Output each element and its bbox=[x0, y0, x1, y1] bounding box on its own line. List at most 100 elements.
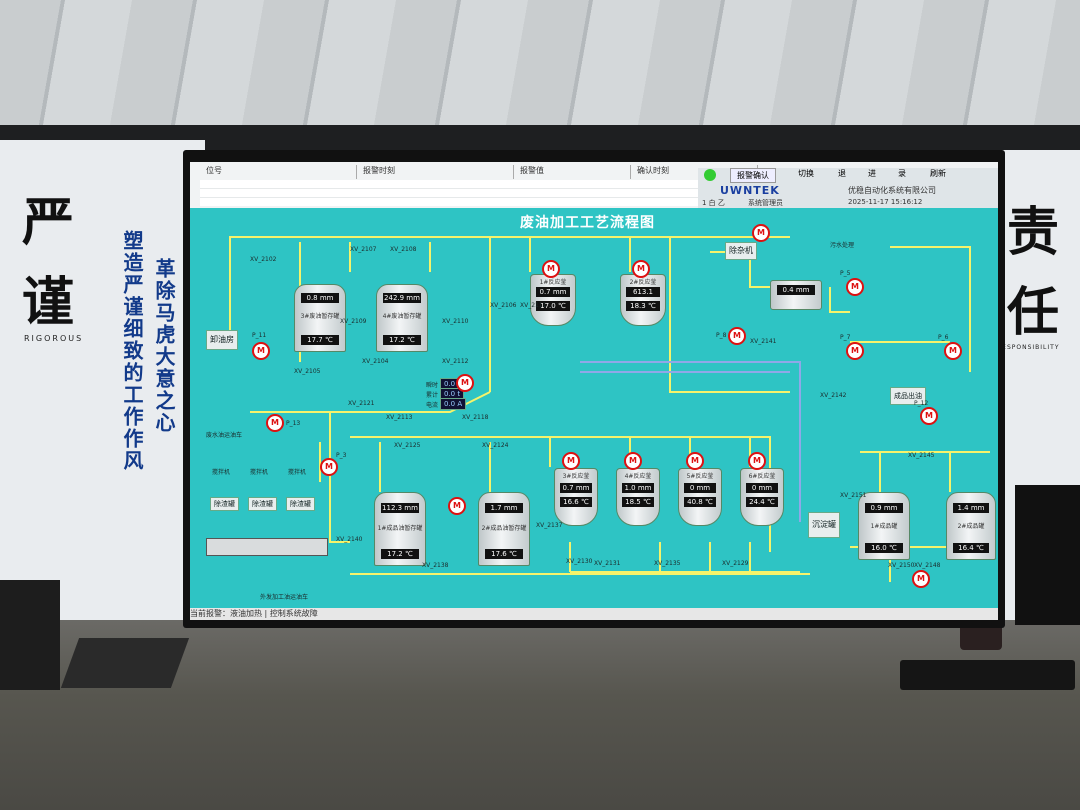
reactor-5[interactable]: 5#反应釜 0 mm 40.8 ℃ bbox=[678, 468, 722, 526]
banner-char-ren: 任 bbox=[1007, 282, 1060, 343]
motor-transfer-icon[interactable]: M bbox=[448, 497, 466, 515]
valve-tag: XV_2141 bbox=[750, 338, 777, 345]
valve-tag: XV_2131 bbox=[594, 560, 621, 567]
tank-name: 2#反应釜 bbox=[629, 279, 657, 286]
top-bar: 位号 报警时刻 报警值 确认时刻 报警确认 切换 退 进 录 刷新 UWNTEK… bbox=[190, 162, 998, 208]
motor-p6-icon[interactable]: M bbox=[944, 342, 962, 360]
valve-tag: XV_2130 bbox=[566, 558, 593, 565]
bag bbox=[0, 580, 60, 690]
tank-temp: 17.0 ℃ bbox=[536, 301, 570, 311]
motor-reactor6-icon[interactable]: M bbox=[748, 452, 766, 470]
finished-tank-1[interactable]: 0.9 mm 1#成品罐 16.0 ℃ bbox=[858, 492, 910, 560]
reactor-1[interactable]: 1#反应釜 0.7 mm 17.0 ℃ bbox=[530, 274, 576, 326]
enter-button[interactable]: 进 bbox=[868, 169, 876, 178]
refresh-button[interactable]: 刷新 bbox=[930, 169, 946, 178]
tank-name: 4#废油暂存罐 bbox=[382, 313, 422, 320]
motor-p7-icon[interactable]: M bbox=[846, 342, 864, 360]
tank-waste-4[interactable]: 242.9 mm 4#废油暂存罐 17.2 ℃ bbox=[376, 284, 428, 352]
meter-label-total: 累计 bbox=[426, 392, 439, 399]
motor-reactor3-icon[interactable]: M bbox=[562, 452, 580, 470]
reactor-2[interactable]: 2#反应釜 613.1 mm 18.3 ℃ bbox=[620, 274, 666, 326]
loading-label: 外发加工油运油车 bbox=[260, 594, 309, 601]
product-oil-2[interactable]: 1.7 mm 2#成品油暂存罐 17.6 ℃ bbox=[478, 492, 530, 566]
tank-level: 0.9 mm bbox=[865, 503, 903, 513]
stirrer-label-1: 搅拌机 bbox=[212, 469, 231, 476]
scada-screen: 位号 报警时刻 报警值 确认时刻 报警确认 切换 退 进 录 刷新 UWNTEK… bbox=[190, 162, 998, 620]
tank-level: 0.8 mm bbox=[301, 293, 339, 303]
motor-reactor5-icon[interactable]: M bbox=[686, 452, 704, 470]
motor-p12-icon[interactable]: M bbox=[920, 407, 938, 425]
finished-tank-2[interactable]: 1.4 mm 2#成品罐 16.4 ℃ bbox=[946, 492, 996, 560]
switch-button[interactable]: 切换 bbox=[798, 169, 814, 178]
pump-tag: P_5 bbox=[840, 270, 851, 277]
tank-level: 0 mm bbox=[684, 483, 716, 493]
banner-sub-responsibility: RESPONSIBILITY bbox=[997, 344, 1060, 351]
waste-oil-room[interactable]: 卸油房 bbox=[206, 330, 238, 350]
dehydrator[interactable]: 除杂机 bbox=[725, 242, 757, 260]
oil-truck-label: 废水油运油车 bbox=[206, 432, 243, 439]
datetime: 2025-11-17 15:16:12 bbox=[848, 198, 923, 206]
tank-waste-3[interactable]: 0.8 mm 3#废油暂存罐 17.7 ℃ bbox=[294, 284, 346, 352]
sediment-tank[interactable]: 沉淀罐 bbox=[808, 512, 840, 538]
banner-char-ze: 责 bbox=[1007, 202, 1060, 263]
motor-p11-icon[interactable]: M bbox=[252, 342, 270, 360]
sludge-trough[interactable] bbox=[206, 538, 328, 556]
alarm-col-value: 报警值 bbox=[514, 165, 631, 179]
reactor-4[interactable]: 4#反应釜 1.0 mm 18.5 ℃ bbox=[616, 468, 660, 526]
record-button[interactable]: 录 bbox=[898, 169, 906, 178]
valve-tag: XV_2124 bbox=[482, 442, 509, 449]
pump-tag: P_3 bbox=[336, 452, 347, 459]
motor-reactor4-icon[interactable]: M bbox=[624, 452, 642, 470]
valve-tag: XV_2105 bbox=[294, 368, 321, 375]
tank-name: 4#反应釜 bbox=[624, 473, 652, 480]
pump-tag: P_11 bbox=[252, 332, 267, 339]
tank-name: 3#废油暂存罐 bbox=[300, 313, 340, 320]
tank-temp: 17.7 ℃ bbox=[301, 335, 339, 345]
pump-tag: P_8 bbox=[716, 332, 727, 339]
tank-temp: 16.0 ℃ bbox=[865, 543, 903, 553]
slag-vessel-2[interactable]: 除渣罐 bbox=[248, 497, 277, 511]
motor-outlet-icon[interactable]: M bbox=[912, 570, 930, 588]
desk bbox=[0, 580, 1080, 810]
screen-title: 废油加工工艺流程图 bbox=[520, 215, 655, 231]
valve-tag: XV_2109 bbox=[340, 318, 367, 325]
reactor-6[interactable]: 6#反应釜 0 mm 24.4 ℃ bbox=[740, 468, 784, 526]
product-outlet[interactable]: 成品出油 bbox=[890, 387, 926, 405]
motor-dehydrator-icon[interactable]: M bbox=[752, 224, 770, 242]
meter-value-current: 0.0 A bbox=[440, 398, 467, 410]
stirrer-label-3: 搅拌机 bbox=[288, 469, 307, 476]
valve-tag: XV_2145 bbox=[908, 452, 935, 459]
tank-temp: 16.4 ℃ bbox=[952, 543, 990, 553]
product-oil-1[interactable]: 112.3 mm 1#成品油暂存罐 17.2 ℃ bbox=[374, 492, 426, 566]
slag-vessel-3[interactable]: 除渣罐 bbox=[286, 497, 315, 511]
motor-feed-icon[interactable]: M bbox=[456, 374, 474, 392]
valve-tag: XV_2118 bbox=[462, 414, 489, 421]
motor-p3-icon[interactable]: M bbox=[320, 458, 338, 476]
valve-tag: XV_2148 bbox=[914, 562, 941, 569]
valve-tag: XV_2113 bbox=[386, 414, 413, 421]
motor-reactor1-icon[interactable]: M bbox=[542, 260, 560, 278]
tank-name: 2#成品油暂存罐 bbox=[481, 525, 527, 532]
keyboard bbox=[900, 660, 1075, 690]
left-banner: 严 谨 RIGOROUS 塑造严谨细致的工作作风 革除马虎大意之心 bbox=[0, 140, 205, 640]
motor-p13-icon[interactable]: M bbox=[266, 414, 284, 432]
dehydrator-tank[interactable]: 0.4 mm bbox=[770, 280, 822, 310]
alarm-col-time: 报警时刻 bbox=[357, 165, 514, 179]
valve-tag: XV_2107 bbox=[350, 246, 377, 253]
tank-temp: 40.8 ℃ bbox=[684, 497, 716, 507]
back-button[interactable]: 退 bbox=[838, 169, 846, 178]
motor-p8-icon[interactable]: M bbox=[728, 327, 746, 345]
stirrer-label-2: 搅拌机 bbox=[250, 469, 269, 476]
ack-button[interactable]: 报警确认 bbox=[730, 168, 776, 183]
motor-reactor2-icon[interactable]: M bbox=[632, 260, 650, 278]
motor-p5-icon[interactable]: M bbox=[846, 278, 864, 296]
tank-temp: 24.4 ℃ bbox=[746, 497, 778, 507]
tank-temp: 17.2 ℃ bbox=[383, 335, 421, 345]
side-monitor bbox=[1015, 485, 1080, 625]
tank-name: 1#反应釜 bbox=[539, 279, 567, 286]
slag-vessel-1[interactable]: 除渣罐 bbox=[210, 497, 239, 511]
banner-char-jin: 谨 bbox=[22, 272, 75, 333]
tank-level: 242.9 mm bbox=[383, 293, 421, 303]
tank-level: 1.7 mm bbox=[485, 503, 523, 513]
reactor-3[interactable]: 3#反应釜 0.7 mm 16.6 ℃ bbox=[554, 468, 598, 526]
